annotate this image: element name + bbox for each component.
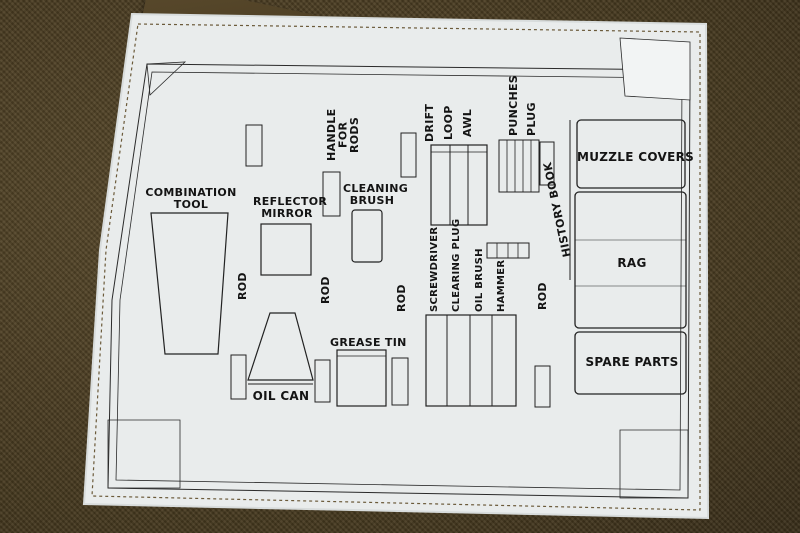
label-plug: PLUG — [525, 102, 538, 136]
label-spare-parts: SPARE PARTS — [585, 355, 679, 369]
muzzle-covers-box — [576, 119, 686, 189]
label-punches: PUNCHES — [507, 74, 520, 136]
label-loop: LOOP — [442, 105, 455, 141]
oil-can-outline — [247, 312, 314, 381]
rod-slot-4 — [314, 359, 331, 403]
grease-tin-outline — [336, 349, 387, 407]
corner-top-left — [146, 61, 187, 96]
reflector-mirror-outline — [260, 223, 312, 276]
cleaning-brush-outline — [351, 209, 383, 263]
label-reflector-mirror: REFLECTOR MIRROR — [253, 195, 328, 220]
chart-sheet — [82, 12, 710, 520]
drift-loop-awl-block — [430, 144, 488, 226]
label-handle-for-rods: HANDLE FOR RODS — [325, 108, 362, 162]
corner-bottom-right — [619, 429, 689, 499]
label-rod-2: ROD — [319, 276, 332, 304]
label-grease-tin: GREASE TIN — [330, 336, 407, 349]
stitching — [91, 23, 701, 511]
label-oil-can: OIL CAN — [252, 389, 310, 403]
screwdriver-block — [425, 314, 517, 407]
spare-parts-box — [574, 331, 687, 395]
label-cleaning-brush: CLEANING BRUSH — [343, 182, 409, 207]
label-rod-3: ROD — [395, 284, 408, 312]
label-combination-tool: COMBINATION TOOL — [145, 186, 237, 211]
rod-slot-3 — [230, 354, 247, 400]
label-drift: DRIFT — [423, 103, 436, 142]
printed-border — [107, 63, 691, 499]
label-oil-brush: OIL BRUSH — [474, 248, 485, 312]
combination-tool-outline — [150, 212, 229, 355]
label-clearing-plug: CLEARING PLUG — [451, 218, 462, 312]
handle-for-rods-slot — [322, 171, 341, 217]
label-screwdriver: SCREWDRIVER — [429, 226, 440, 312]
label-awl: AWL — [461, 108, 474, 138]
label-rod-1: ROD — [236, 272, 249, 300]
plug-slot — [539, 141, 555, 186]
rod-slot-1 — [245, 124, 263, 167]
rod-slot-5 — [391, 357, 409, 406]
small-tab-row — [486, 242, 530, 259]
corner-top-right — [619, 37, 691, 101]
rod-slot-6 — [534, 365, 551, 408]
label-rag: RAG — [617, 256, 647, 270]
punches-block — [498, 139, 540, 193]
rag-box — [574, 191, 687, 329]
label-hammer: HAMMER — [496, 259, 507, 312]
label-rod-4: ROD — [536, 282, 549, 310]
corner-bottom-left — [107, 419, 181, 489]
rod-slot-2 — [400, 132, 417, 178]
label-muzzle-covers: MUZZLE COVERS — [577, 150, 695, 164]
